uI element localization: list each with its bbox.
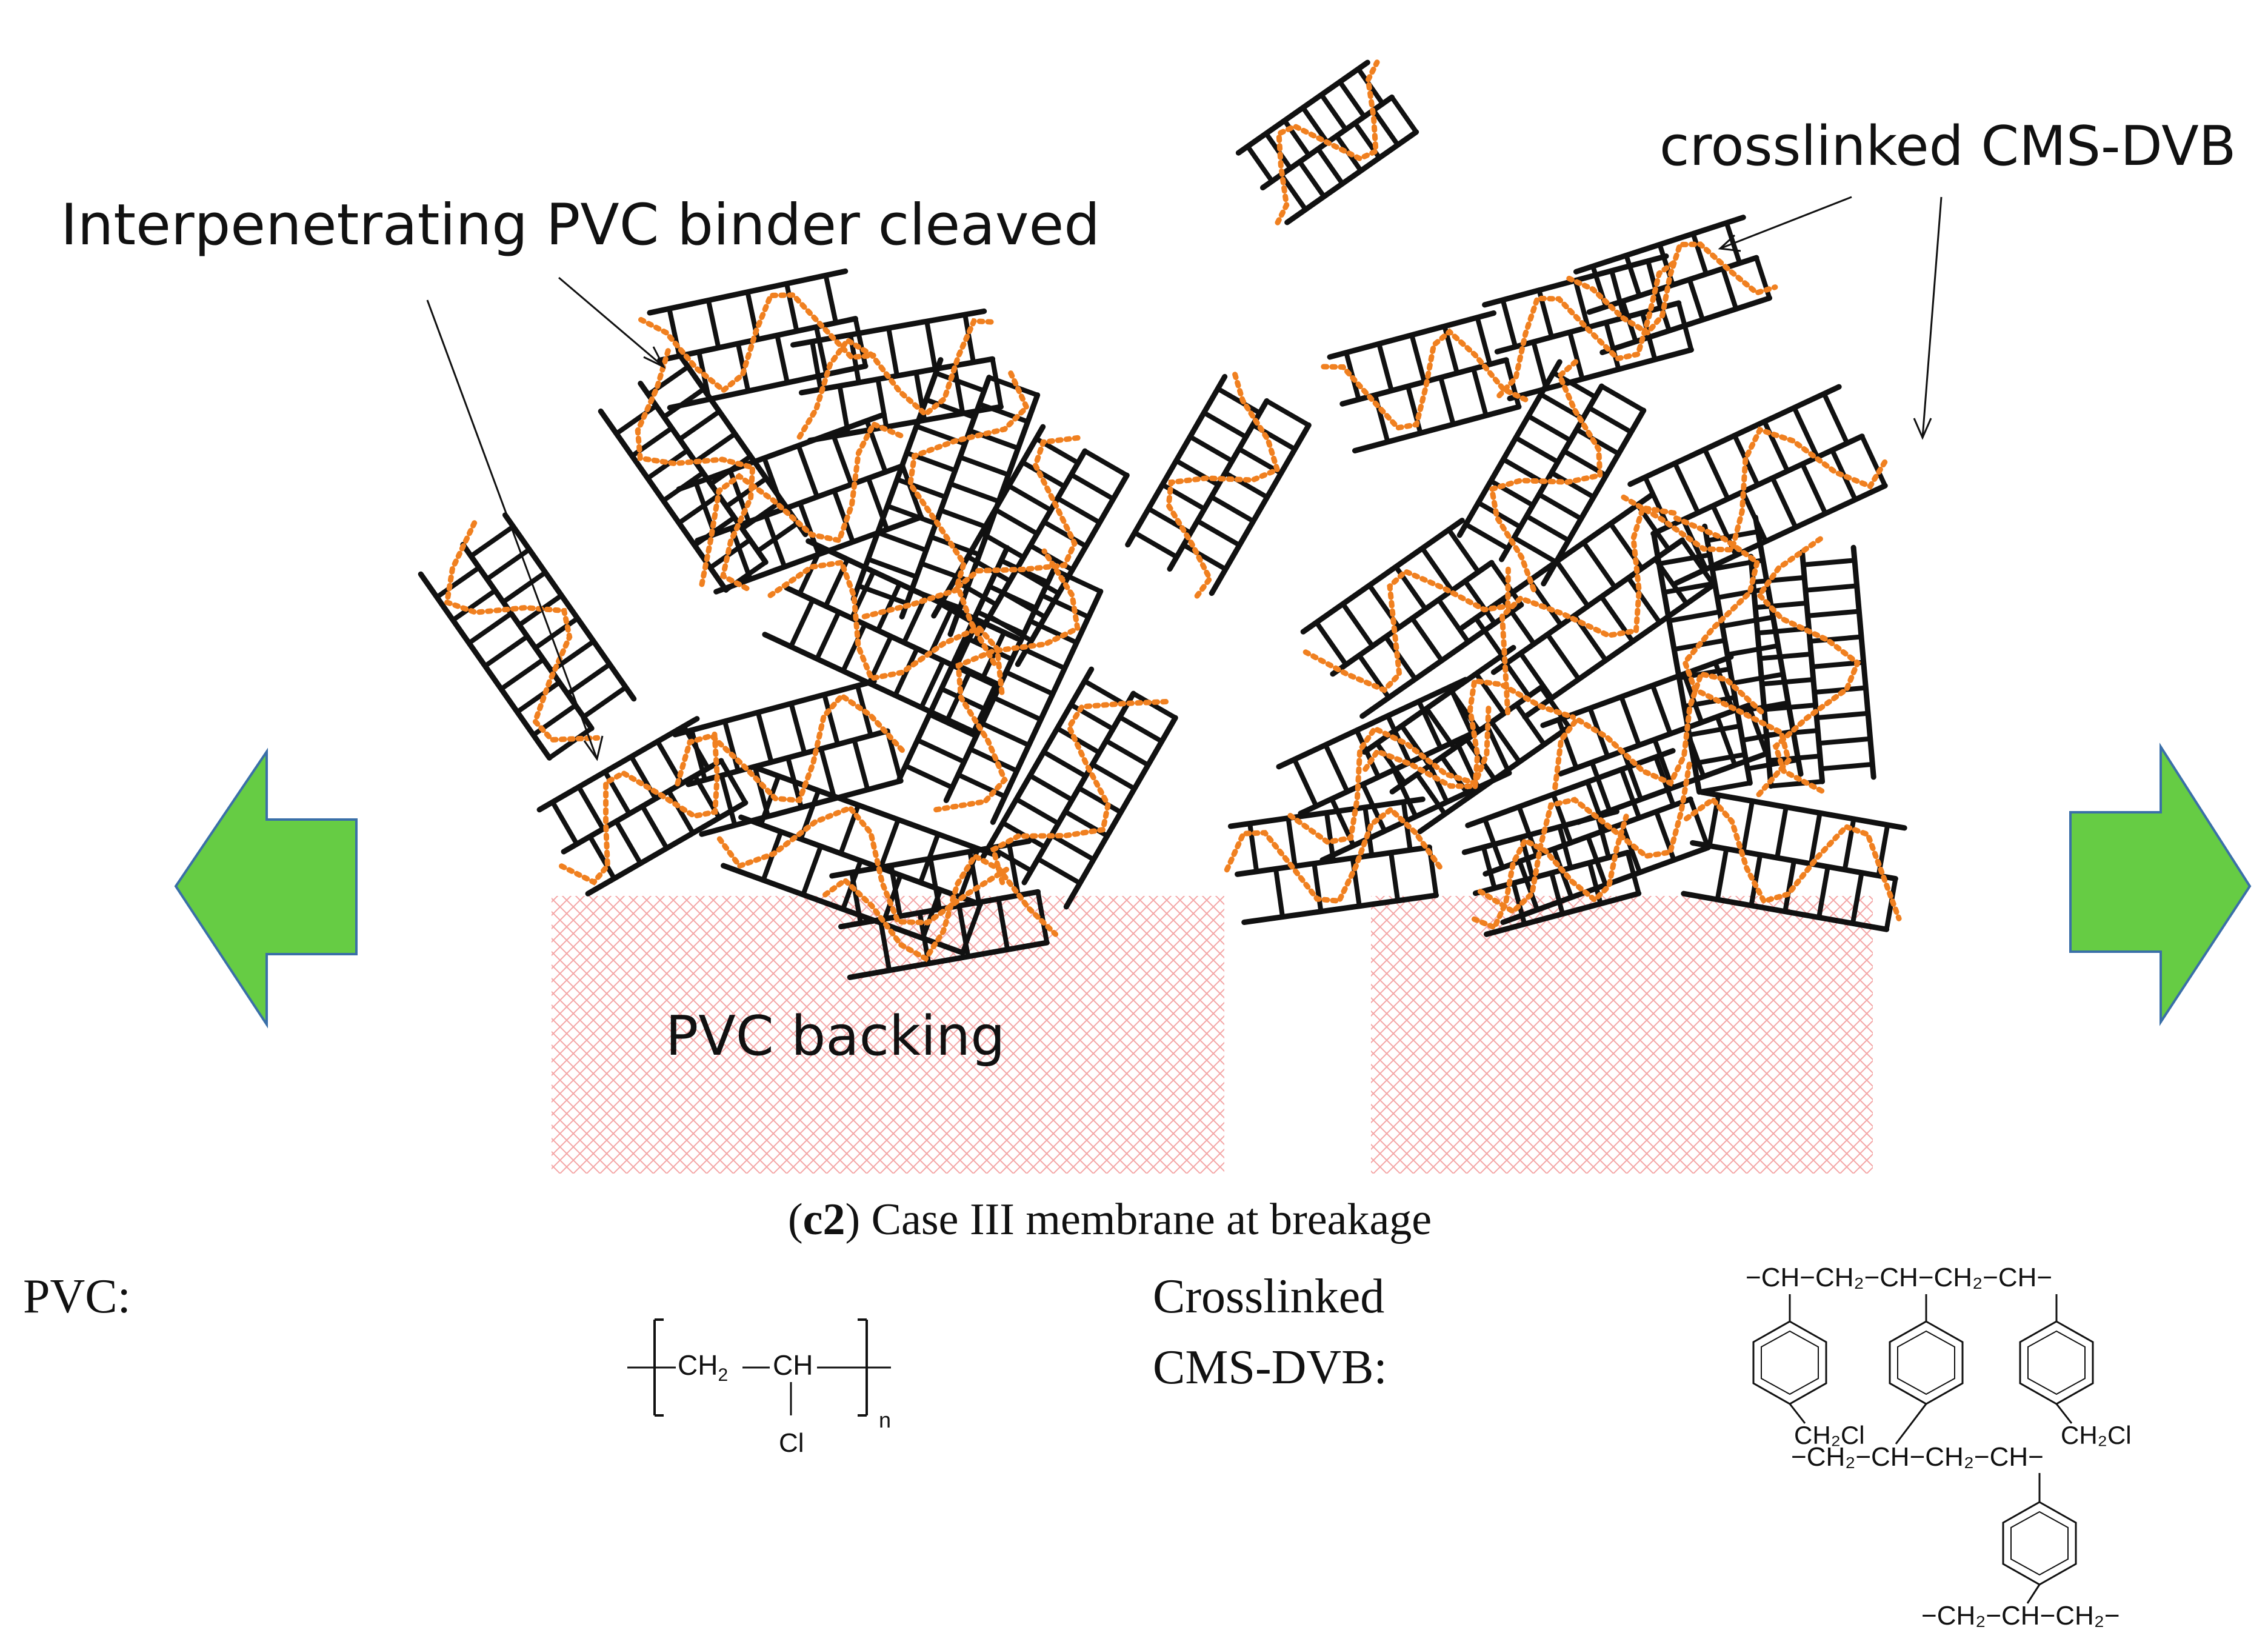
pvc-n: n bbox=[879, 1408, 891, 1432]
binder-chain bbox=[1496, 257, 1680, 399]
ladder-segment bbox=[829, 838, 1050, 980]
binder-chain bbox=[861, 369, 1030, 620]
cms-dvb-structure: −CH−CH₂−CH−CH₂−CH− CH₂Cl CH₂Cl −CH₂−CH−C… bbox=[1746, 1263, 2132, 1631]
binder-chain bbox=[1621, 426, 1889, 553]
binder-chain bbox=[1321, 328, 1529, 431]
binder-chain bbox=[767, 559, 1006, 700]
binder-chain bbox=[1683, 795, 1902, 921]
benzene-ring-1 bbox=[1752, 1320, 1827, 1405]
pvc-backing-right bbox=[1371, 896, 1873, 1174]
binder-chain bbox=[1499, 504, 1681, 715]
caption-open: ( bbox=[788, 1195, 803, 1244]
ladder-segment bbox=[931, 424, 1130, 667]
binder-chain bbox=[1166, 368, 1281, 599]
arrow-right-icon bbox=[2069, 743, 2252, 1026]
binder-chain bbox=[699, 420, 907, 587]
benzene-ring-4 bbox=[2002, 1501, 2077, 1586]
ladder-segment bbox=[1573, 215, 1773, 355]
binder-chain bbox=[716, 804, 1010, 926]
binder-chain bbox=[1756, 536, 1861, 796]
binder-chain bbox=[638, 292, 876, 394]
pvc-ch2: CH2 bbox=[678, 1349, 728, 1385]
ladder-segment bbox=[418, 512, 637, 761]
ladder-segment bbox=[598, 353, 809, 593]
benzene-ring-3 bbox=[2019, 1320, 2094, 1405]
binder-chain bbox=[796, 318, 999, 440]
label-pvc-backing: PVC backing bbox=[665, 1004, 1005, 1068]
binder-chain bbox=[1471, 813, 1629, 931]
pvc-ch: CH bbox=[773, 1349, 813, 1381]
binder-chain bbox=[635, 348, 756, 592]
pvc-backing-left bbox=[552, 896, 1224, 1174]
binder-chain bbox=[933, 548, 1081, 813]
binder-chain bbox=[1489, 358, 1603, 592]
ladder-segment bbox=[1456, 359, 1647, 587]
binder-chain bbox=[444, 520, 601, 743]
label-crosslinked: crosslinked CMS-DVB bbox=[1659, 115, 2236, 178]
ladder-segment bbox=[979, 666, 1178, 910]
binder-chain bbox=[559, 728, 720, 886]
cms-row2: −CH₂−CH−CH₂−CH− bbox=[1791, 1442, 2044, 1472]
binder-chain bbox=[675, 692, 907, 804]
ladder-segment bbox=[1227, 797, 1439, 925]
binder-chain bbox=[1302, 566, 1511, 693]
legend-cms-label-1: Crosslinked bbox=[1153, 1270, 1384, 1323]
binder-chains bbox=[444, 59, 1902, 963]
label-binder-cleaved: Interpenetrating PVC binder cleaved bbox=[61, 192, 1100, 258]
ladder-segment bbox=[1125, 373, 1312, 596]
binder-chain bbox=[1362, 678, 1576, 789]
benzene-ring-2 bbox=[1889, 1320, 1964, 1405]
legend-cms-label-2: CMS-DVB: bbox=[1153, 1341, 1387, 1394]
ladder-segment bbox=[1300, 518, 1524, 719]
binder-chain bbox=[1566, 241, 1778, 336]
binder-chain bbox=[1275, 59, 1380, 225]
binder-chain bbox=[1552, 670, 1765, 790]
ladder-segment bbox=[1681, 789, 1907, 932]
binder-chain bbox=[955, 434, 1086, 666]
pvc-structure: CH2 CH Cl n bbox=[627, 1318, 891, 1458]
binder-chain bbox=[822, 852, 1059, 963]
pvc-cl: Cl bbox=[779, 1428, 804, 1458]
binder-chain bbox=[1477, 761, 1692, 915]
binder-chain bbox=[990, 698, 1172, 886]
cms-ch2cl-left: CH₂Cl bbox=[1794, 1421, 1865, 1449]
binder-chain bbox=[1224, 806, 1446, 904]
caption-rest: ) Case III membrane at breakage bbox=[845, 1195, 1432, 1244]
legend-pvc-label: PVC: bbox=[23, 1270, 131, 1323]
cms-ch2cl-right: CH₂Cl bbox=[2061, 1421, 2132, 1449]
caption-bold: c2 bbox=[803, 1195, 845, 1244]
arrow-left-icon bbox=[174, 747, 358, 1029]
figure-caption: (c2) Case III membrane at breakage bbox=[788, 1195, 1432, 1244]
callout-pointers bbox=[426, 196, 1943, 761]
cms-row1: −CH−CH₂−CH−CH₂−CH− bbox=[1746, 1263, 2052, 1292]
cms-row3: −CH₂−CH−CH₂− bbox=[1921, 1601, 2120, 1631]
ladder-segment bbox=[1627, 384, 1888, 586]
binder-chain bbox=[1287, 702, 1492, 845]
ladder-segment bbox=[536, 716, 749, 897]
